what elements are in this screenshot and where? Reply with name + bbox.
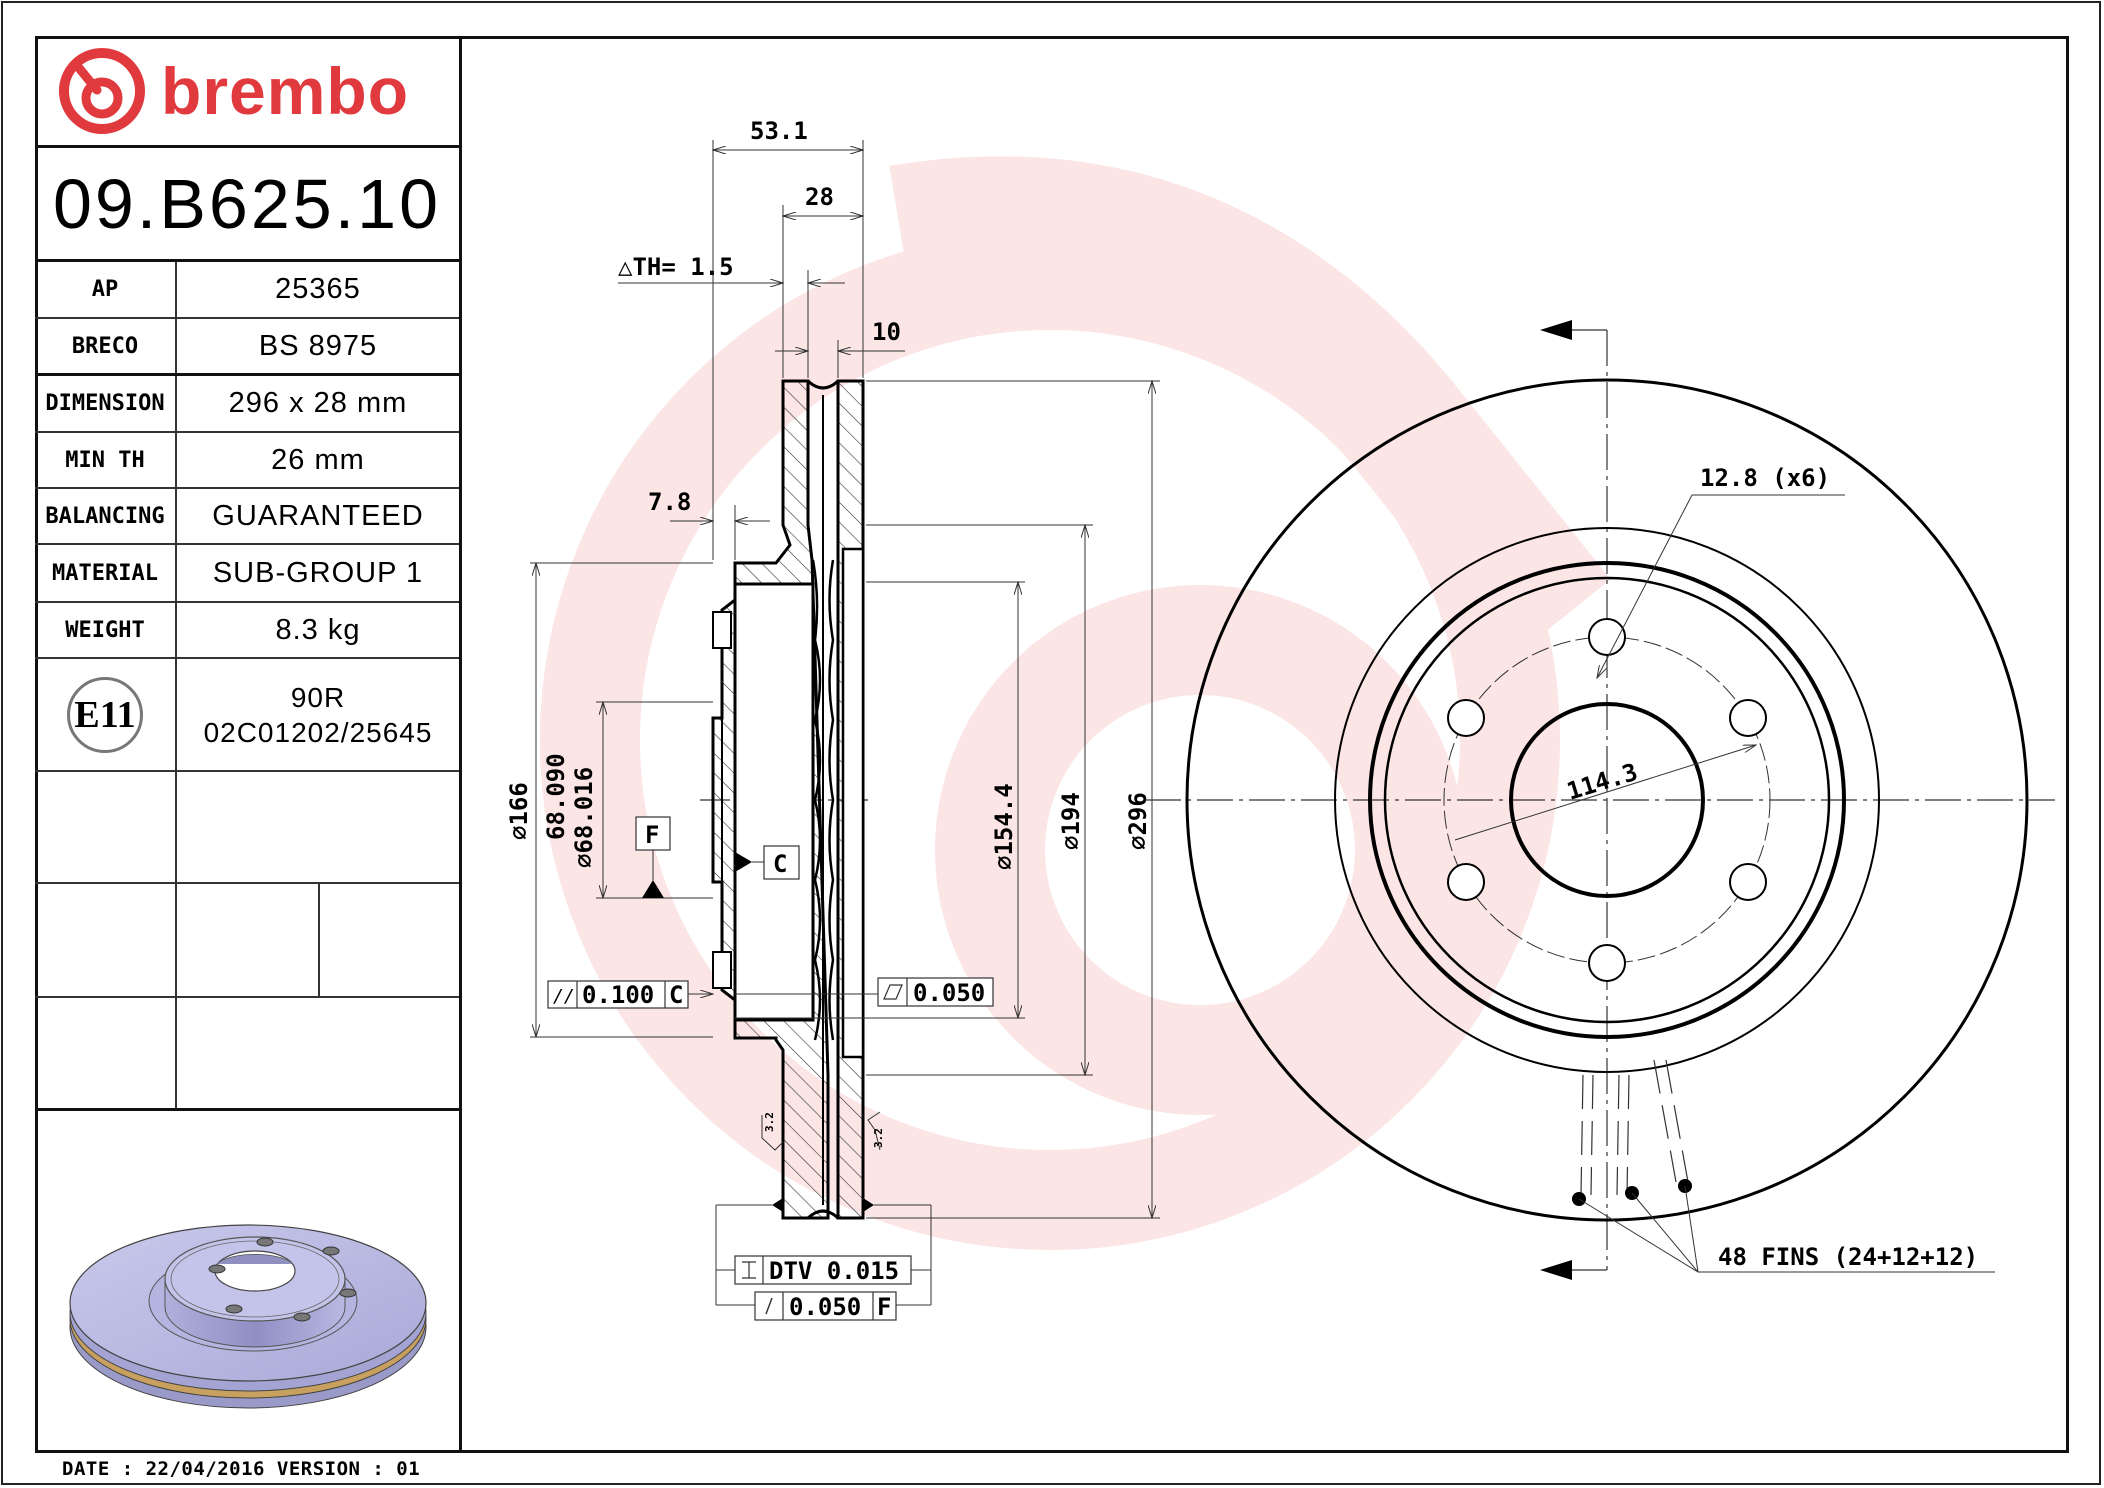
brand-name: brembo xyxy=(161,53,410,128)
dim-overall-height: 53.1 xyxy=(750,117,808,145)
approval-row: E11 90R 02C01202/25645 xyxy=(35,659,459,772)
dim-d166: ⌀166 xyxy=(505,782,533,840)
e11-approval-mark: E11 xyxy=(67,676,143,753)
approval-mark-cell: E11 xyxy=(35,659,177,770)
svg-text:0.050: 0.050 xyxy=(913,979,985,1007)
disc-3d-render xyxy=(69,1224,427,1409)
section-view: 53.1 28 △TH= 1.5 10 7.8 ⌀154.4 ⌀194 ⌀296 xyxy=(505,117,1160,1321)
spec-row-material: MATERIAL SUB-GROUP 1 xyxy=(35,545,459,603)
fins-detail xyxy=(1580,1059,1689,1196)
date-version: DATE : 22/04/2016 VERSION : 01 xyxy=(62,1458,421,1480)
blank-row-1 xyxy=(35,772,459,884)
dim-d296: ⌀296 xyxy=(1124,792,1152,850)
svg-text:F: F xyxy=(877,1293,891,1321)
spec-row-ap: AP 25365 xyxy=(35,262,459,319)
pcd-label: 114.3 xyxy=(1564,758,1641,806)
parallelism-tolerance: // 0.100 C xyxy=(547,980,713,1009)
dim-vane-gap: 10 xyxy=(872,318,901,346)
fins-label: 48 FINS (24+12+12) xyxy=(1718,1243,1978,1271)
spec-row-dimension: DIMENSION 296 x 28 mm xyxy=(35,376,459,433)
brembo-logo-icon xyxy=(59,47,145,134)
roughness-symbols: 3.2 3.2 xyxy=(761,1111,885,1151)
datum-c: C xyxy=(735,845,800,880)
bolt-holes xyxy=(1447,618,1767,982)
blank-row-2 xyxy=(35,884,459,998)
svg-text:C: C xyxy=(773,850,787,878)
blank-row-3 xyxy=(35,998,459,1111)
svg-text:3.2: 3.2 xyxy=(872,1128,885,1148)
approval-regulation: 90R xyxy=(290,681,346,713)
svg-text:0.050: 0.050 xyxy=(789,1293,861,1321)
cell-divider xyxy=(318,884,320,996)
svg-text:0.100: 0.100 xyxy=(582,981,654,1009)
spec-value: 26 mm xyxy=(271,443,365,476)
svg-text://: // xyxy=(553,986,575,1007)
brand-logo: brembo xyxy=(35,36,459,148)
svg-text:F: F xyxy=(645,821,659,849)
spec-value: BS 8975 xyxy=(258,329,378,362)
spec-row-min-th: MIN TH 26 mm xyxy=(35,433,459,489)
svg-text:3.2: 3.2 xyxy=(763,1112,776,1132)
dim-hat-offset: 7.8 xyxy=(648,488,691,516)
dim-d68-max: 68.090 xyxy=(542,753,570,840)
blank-cell xyxy=(35,998,177,1108)
spec-label: BALANCING xyxy=(35,489,177,543)
part-number-row: 09.B625.10 xyxy=(35,148,459,262)
spec-value: 25365 xyxy=(275,273,361,305)
spec-label: MATERIAL xyxy=(35,545,177,601)
approval-number: 90R 02C01202/25645 xyxy=(177,659,459,770)
spec-row-breco: BRECO BS 8975 xyxy=(35,319,459,376)
dim-d68-min: ⌀68.016 xyxy=(570,767,598,868)
spec-label: AP xyxy=(35,262,177,317)
blank-cell xyxy=(35,772,177,882)
spec-row-balancing: BALANCING GUARANTEED xyxy=(35,489,459,545)
spec-label: WEIGHT xyxy=(35,603,177,657)
spec-label: MIN TH xyxy=(35,433,177,487)
dim-delta-th: △TH= 1.5 xyxy=(618,253,734,281)
title-block: brembo 09.B625.10 AP 25365 BRECO BS 8975… xyxy=(35,36,462,1453)
spec-label: DIMENSION xyxy=(35,376,177,431)
spec-value: 8.3 kg xyxy=(275,613,361,646)
blank-cell xyxy=(35,884,177,996)
approval-code: 02C01202/25645 xyxy=(203,716,433,748)
dtv-runout-tolerance: DTV 0.015 0.050 F xyxy=(715,1198,932,1321)
spec-value: 296 x 28 mm xyxy=(228,387,408,419)
spec-value: SUB-GROUP 1 xyxy=(212,556,424,589)
svg-text:C: C xyxy=(669,981,683,1009)
dim-thickness: 28 xyxy=(805,183,834,211)
part-number: 09.B625.10 xyxy=(52,164,442,243)
flatness-tolerance: 0.050 xyxy=(735,977,1025,1019)
dim-d154: ⌀154.4 xyxy=(990,783,1018,870)
bolt-hole-label: 12.8 (x6) xyxy=(1700,464,1830,492)
dim-d194: ⌀194 xyxy=(1057,792,1085,850)
datum-f: F xyxy=(635,816,671,898)
spec-label: BRECO xyxy=(35,319,177,373)
drawing-frame xyxy=(35,36,2069,1453)
spec-row-weight: WEIGHT 8.3 kg xyxy=(35,603,459,659)
spec-value: GUARANTEED xyxy=(212,499,424,532)
brembo-watermark xyxy=(540,156,1611,1250)
svg-text:DTV 0.015: DTV 0.015 xyxy=(769,1257,899,1285)
